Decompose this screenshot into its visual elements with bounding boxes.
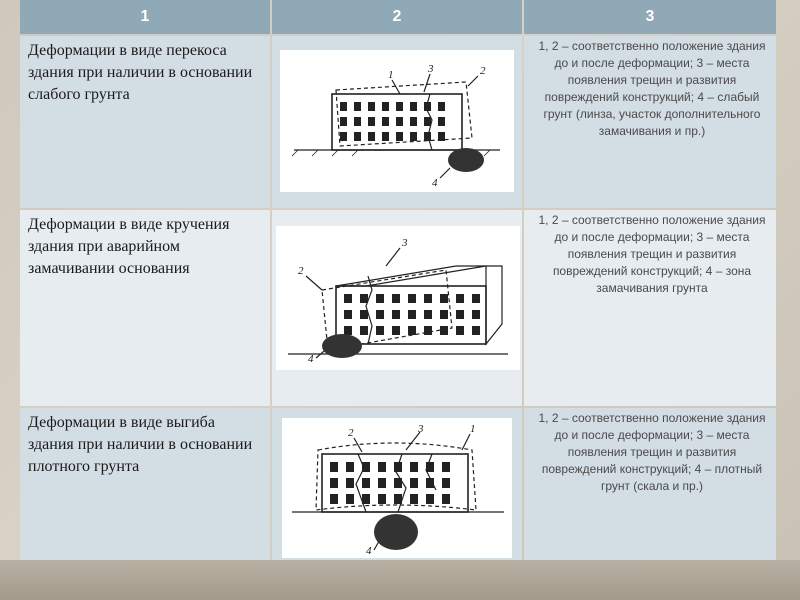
header-col-1: 1 — [20, 0, 270, 34]
header-col-2: 2 — [272, 0, 522, 34]
row-1-desc-cell: 1, 2 – соответственно положение здания д… — [524, 36, 776, 208]
bending-deformation-drawing: 2 3 1 4 — [292, 423, 504, 557]
row-3-description: 1, 2 – соответственно положение здания д… — [538, 411, 766, 493]
row-1-title: Деформации в виде перекоса здания при на… — [28, 42, 253, 103]
building-outline — [331, 93, 463, 151]
row-3-sketch: 2 3 1 4 — [282, 418, 512, 558]
building-windows — [330, 462, 450, 504]
row-3-title-cell: Деформации в виде выгиба здания при нали… — [20, 408, 270, 562]
sketch-label-3: 3 — [427, 63, 434, 75]
row-3-sketch-cell: 2 3 1 4 — [272, 408, 522, 562]
deformation-table: 1 2 3 Деформации в виде перекоса здания … — [20, 0, 776, 562]
row-2-desc-cell: 1, 2 – соответственно положение здания д… — [524, 210, 776, 406]
building-deformed-outline — [321, 269, 453, 351]
row-1-description: 1, 2 – соответственно положение здания д… — [538, 39, 766, 138]
sketch-label-2: 2 — [480, 65, 486, 77]
building-deformed-outline — [315, 442, 477, 511]
building-windows — [340, 102, 445, 141]
row-1-sketch-cell: 1 3 2 4 — [272, 36, 522, 208]
dense-soil-zone — [374, 514, 418, 550]
header-col-1-label: 1 — [140, 8, 150, 25]
crack-lines — [355, 453, 437, 513]
header-col-3: 3 — [524, 0, 776, 34]
crack-lines — [425, 93, 433, 151]
row-1-title-cell: Деформации в виде перекоса здания при на… — [20, 36, 270, 208]
sketch-label-1: 1 — [470, 423, 476, 435]
row-2-title: Деформации в виде кручения здания при ав… — [28, 216, 230, 277]
sketch-label-3: 3 — [401, 237, 408, 249]
sketch-label-4: 4 — [308, 353, 314, 365]
building-deformed-outline — [335, 81, 473, 147]
header-col-2-label: 2 — [392, 8, 402, 25]
building-windows — [344, 294, 480, 335]
roof-plane — [335, 265, 487, 287]
weak-soil-zone — [448, 148, 484, 172]
skew-deformation-drawing: 1 3 2 4 — [291, 63, 500, 189]
building-outline — [321, 453, 469, 513]
sketch-label-3: 3 — [417, 423, 424, 435]
row-2-description: 1, 2 – соответственно положение здания д… — [538, 213, 766, 295]
sketch-label-4: 4 — [432, 177, 438, 189]
torsion-deformation-drawing: 3 2 4 — [288, 237, 508, 365]
row-2-sketch: 3 2 4 — [276, 226, 520, 370]
header-col-3-label: 3 — [645, 8, 655, 25]
row-2-sketch-cell: 3 2 4 — [272, 210, 522, 406]
sketch-label-2: 2 — [298, 265, 304, 277]
row-3-title: Деформации в виде выгиба здания при нали… — [28, 414, 253, 475]
row-2-title-cell: Деформации в виде кручения здания при ав… — [20, 210, 270, 406]
row-1-sketch: 1 3 2 4 — [280, 50, 514, 192]
building-side — [485, 265, 503, 346]
row-3-desc-cell: 1, 2 – соответственно положение здания д… — [524, 408, 776, 562]
sketch-label-4: 4 — [366, 545, 372, 557]
soaked-soil-zone — [322, 334, 362, 358]
slide-background-edge — [0, 560, 800, 600]
sketch-label-1: 1 — [388, 69, 394, 81]
crack-lines — [365, 275, 373, 345]
sketch-label-2: 2 — [348, 427, 354, 439]
